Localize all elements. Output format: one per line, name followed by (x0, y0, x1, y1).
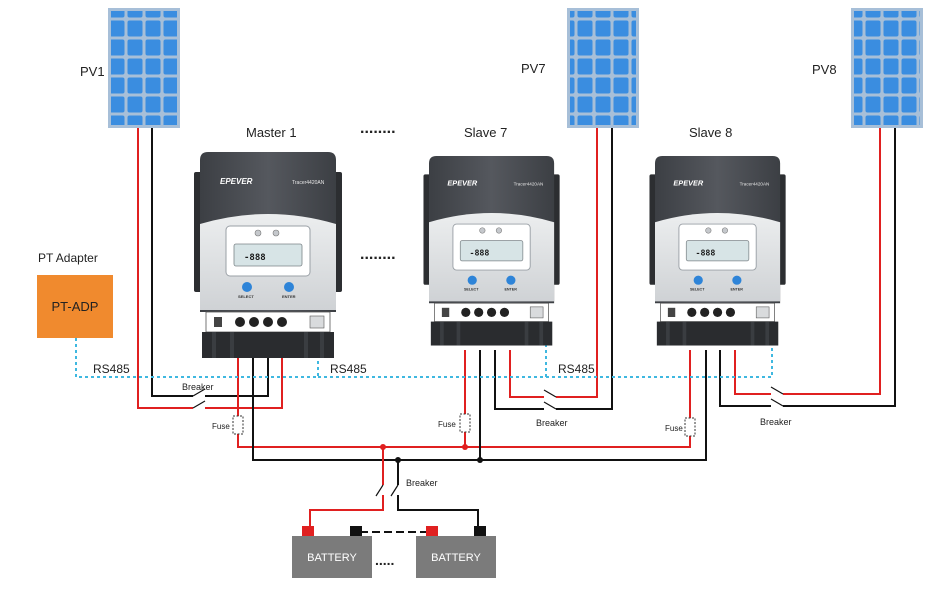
rs485-label-1: RS485 (93, 362, 130, 376)
solar-panel-pv8 (851, 8, 923, 128)
rs485-label-2: RS485 (330, 362, 367, 376)
fuse-label-1: Fuse (212, 422, 230, 431)
battery-1: BATTERY (292, 526, 372, 578)
breaker-label-main: Breaker (406, 478, 438, 488)
breaker-label-1: Breaker (182, 382, 214, 392)
pv1-label: PV1 (80, 64, 105, 79)
controller-select-label: SELECT (238, 294, 254, 299)
controller-brand: EPEVER (447, 178, 478, 187)
ellipsis-middle: ........ (360, 246, 396, 263)
battery-2-label: BATTERY (431, 552, 481, 564)
battery-ellipsis: ..... (375, 552, 394, 568)
breaker-label-2: Breaker (536, 418, 568, 428)
battery-1-label: BATTERY (307, 552, 357, 564)
pt-adp-label: PT-ADP (52, 299, 99, 314)
breaker-symbols (192, 386, 784, 497)
controller-model: Tracer4420AN (740, 181, 770, 186)
controller-master-1: EPEVER Tracer4420AN -888 SELECT ENTER (193, 151, 343, 359)
breaker-label-3: Breaker (760, 417, 792, 427)
controller-brand: EPEVER (220, 177, 253, 186)
solar-panel-pv7 (567, 8, 639, 128)
ellipsis-top: ........ (360, 120, 396, 137)
controller-enter-label: ENTER (504, 287, 517, 291)
bus-junction-dots (380, 444, 483, 463)
controller-enter-label: ENTER (282, 294, 296, 299)
controller-model: Tracer4420AN (514, 181, 544, 186)
controller-lcd: -888 (244, 253, 266, 263)
slave-8-label: Slave 8 (689, 125, 732, 140)
pt-adapter-label: PT Adapter (38, 251, 98, 265)
slave-7-label: Slave 7 (464, 125, 507, 140)
controller-lcd: -888 (695, 247, 715, 257)
controller-select-label: SELECT (690, 287, 705, 291)
fuse-label-3: Fuse (665, 424, 683, 433)
controller-select-label: SELECT (464, 287, 479, 291)
pv7-label: PV7 (521, 61, 546, 76)
controller-enter-label: ENTER (730, 287, 743, 291)
battery-2: BATTERY (416, 526, 496, 578)
rs485-wiring (75, 338, 773, 378)
battery-bus-wiring (237, 334, 707, 533)
controller-brand: EPEVER (673, 178, 704, 187)
fuse-symbols (232, 413, 696, 437)
master-1-label: Master 1 (246, 125, 297, 140)
pt-adapter-box: PT-ADP (37, 275, 113, 338)
controller-slave-7: EPEVER Tracer4420AN -888 SELECT ENTER (423, 155, 561, 346)
rs485-label-3: RS485 (558, 362, 595, 376)
controller-lcd: -888 (469, 247, 489, 257)
solar-panel-pv1 (108, 8, 180, 128)
fuse-label-2: Fuse (438, 420, 456, 429)
pv8-label: PV8 (812, 62, 837, 77)
controller-slave-8: EPEVER Tracer4420AN -888 SELECT ENTER (649, 155, 787, 346)
controller-model: Tracer4420AN (292, 180, 325, 186)
